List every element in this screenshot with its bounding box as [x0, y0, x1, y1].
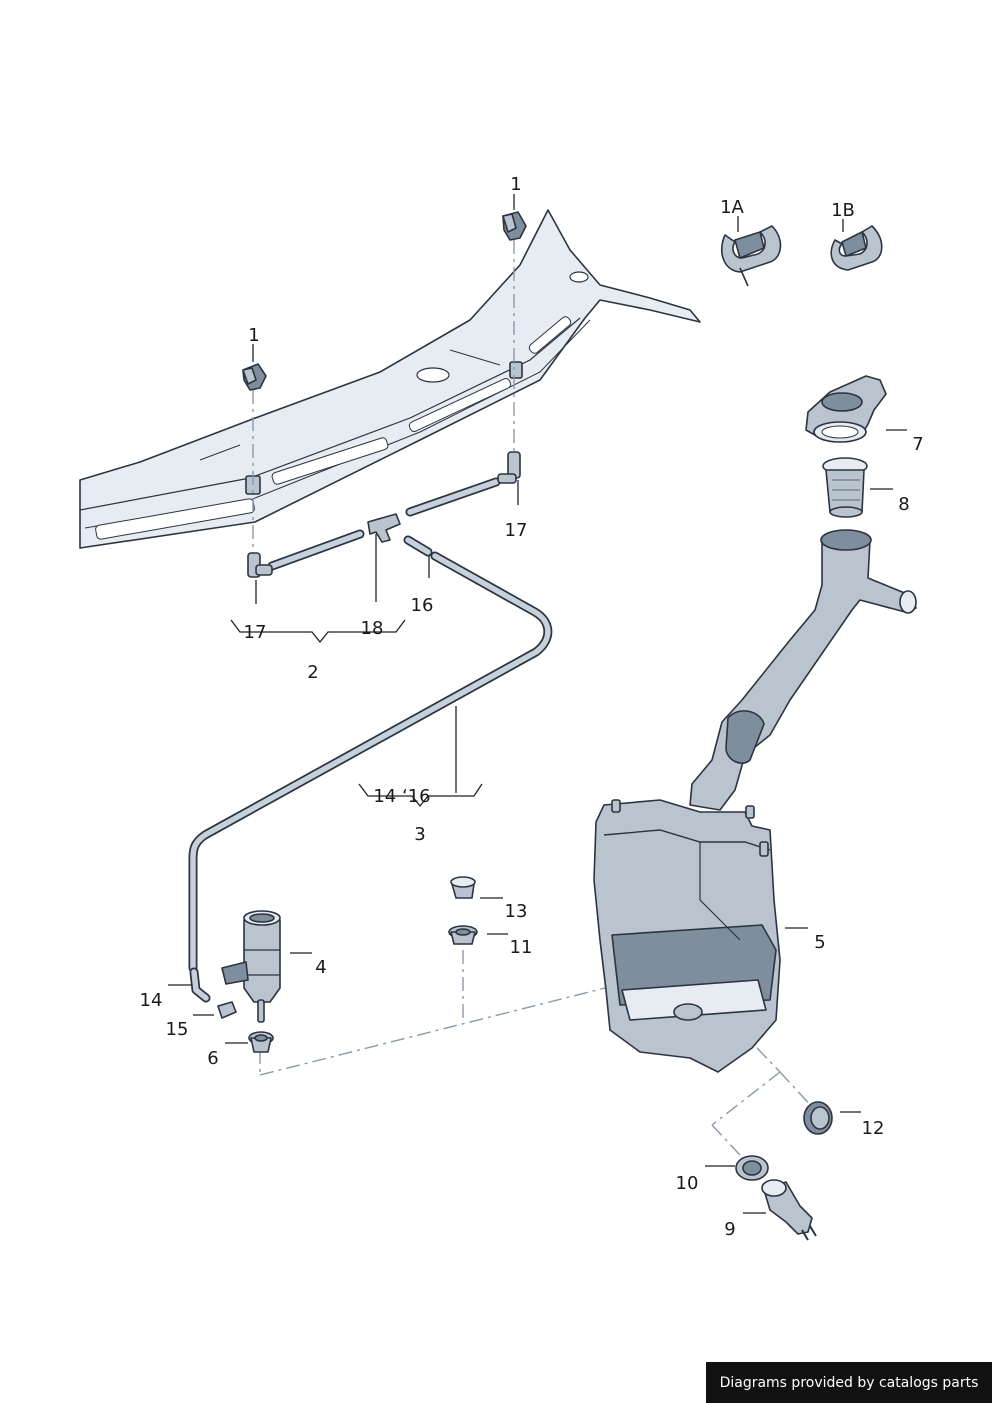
grommet-10: [735, 1155, 769, 1181]
callout-17-right: 17: [505, 520, 528, 541]
callout-14: 14: [140, 990, 163, 1011]
callout-9: 9: [724, 1219, 735, 1240]
elbow-hose-14: [189, 967, 211, 1003]
plenum-panel: [79, 209, 701, 549]
callout-1-top: 1: [510, 174, 521, 195]
alignment-lines: [252, 240, 816, 1156]
callout-12: 12: [862, 1118, 885, 1139]
panel-hole: [416, 367, 450, 383]
elbow-connector-17-right: [497, 451, 521, 484]
grommet-11: [448, 925, 478, 945]
callout-1-left: 1: [248, 325, 259, 346]
cap-13: [450, 876, 476, 899]
callout-2: 2: [307, 662, 318, 683]
hose-clip-1a: [721, 225, 782, 287]
vent-slots-left: [95, 316, 572, 540]
hose-line-upper: [267, 477, 501, 571]
t-connector-18: [367, 513, 401, 543]
callout-16: 16: [411, 595, 434, 616]
washer-nozzle-left: [242, 363, 267, 391]
leader-lines: [168, 194, 907, 1214]
sensor-9: [761, 1179, 817, 1241]
filler-cap-7: [805, 375, 887, 443]
callout-labels: 1 1 1A 1B 7 8 17 17 18 16 2 14 ‘16 3 4 1…: [140, 174, 924, 1240]
hose-clip-1b: [830, 225, 883, 271]
callout-5: 5: [814, 932, 825, 953]
cover-12: [803, 1101, 833, 1135]
callout-8: 8: [898, 494, 909, 515]
callout-7: 7: [912, 434, 923, 455]
elbow-connector-17-left: [247, 552, 273, 578]
callout-13: 13: [505, 901, 528, 922]
washer-nozzle-top: [502, 211, 527, 241]
callout-15: 15: [166, 1019, 189, 1040]
filler-neck: [689, 529, 917, 811]
callout-11: 11: [510, 937, 533, 958]
hose-line-3: [188, 551, 553, 973]
callout-1b: 1B: [831, 200, 855, 221]
washer-fluid-reservoir: [593, 799, 781, 1073]
callout-18: 18: [361, 618, 384, 639]
callout-1a: 1A: [720, 197, 744, 218]
panel-hole-small: [569, 271, 589, 283]
callout-4: 4: [315, 957, 326, 978]
callout-14-16: 14 ‘16: [373, 786, 430, 807]
callout-17-left: 17: [244, 622, 267, 643]
grommet-6: [248, 1031, 274, 1053]
attribution-banner: Diagrams provided by catalogs parts: [706, 1362, 992, 1403]
callout-3: 3: [414, 824, 425, 845]
strainer-8: [822, 457, 868, 518]
callout-10: 10: [676, 1173, 699, 1194]
attribution-text: Diagrams provided by catalogs parts: [719, 1374, 979, 1391]
washer-pump-4: [221, 910, 281, 1023]
callout-6: 6: [207, 1048, 218, 1069]
plug-15: [217, 1001, 237, 1019]
